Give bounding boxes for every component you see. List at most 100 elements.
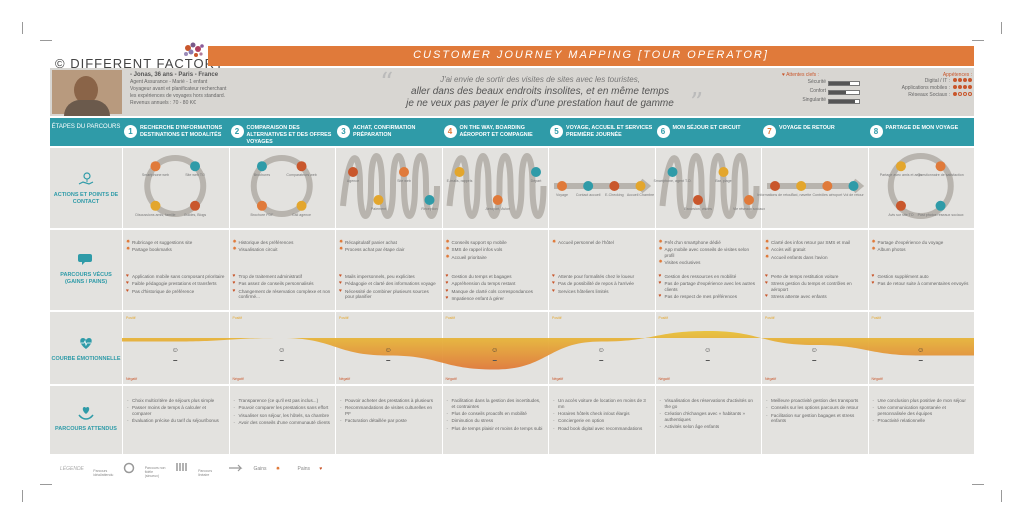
crop-mark xyxy=(972,484,984,485)
legend-item: Pains ♥ xyxy=(297,466,323,473)
gain-item: Accueil enfants dans l'avion xyxy=(765,255,864,261)
touchpoint-icon xyxy=(718,167,729,177)
expected-item: Conciergerie en option xyxy=(552,418,651,424)
rating-dot xyxy=(963,78,967,82)
heart-icon: ♥ xyxy=(782,72,785,78)
speech-bubble-icon xyxy=(78,254,92,265)
stage-number: 3 xyxy=(337,125,350,138)
touchpoint-label: Smartphone web xyxy=(142,173,169,177)
quote-line: aller dans des beaux endroits insolites,… xyxy=(411,86,669,97)
pain-item: Nécessité de combiner plusieurs sources … xyxy=(339,289,438,301)
expected-item: Transparence (ce qu'il est pas inclus...… xyxy=(233,398,332,404)
touchpoint-label: Call agence xyxy=(292,213,311,217)
persona-detail: Voyageur avant et planificateur recherch… xyxy=(130,86,227,92)
expected-item: Road book digital avec recommandations xyxy=(552,426,651,432)
touchpoint-icon xyxy=(935,161,946,172)
expected-item: Choix multicritère de séjours plus simpl… xyxy=(126,398,225,404)
emotion-marker xyxy=(492,360,497,361)
touchpoint-icon xyxy=(693,195,703,205)
legend-title: LÉGENDE xyxy=(60,466,84,473)
circle-path-icon xyxy=(124,462,135,474)
expected-item: Horaires hôtels check in/out élargis xyxy=(552,411,651,417)
stage-label: PARTAGE DE MON VOYAGE xyxy=(885,125,959,131)
positive-label: Positif xyxy=(765,316,775,320)
touchpoint-icon xyxy=(635,181,646,191)
negative-label: Négatif xyxy=(446,377,457,381)
touchpoint-label: E-mails, rappels xyxy=(447,179,473,183)
close-quote-icon: ” xyxy=(690,88,704,118)
pains-list: Gestion du temps et bagagesAppréhension … xyxy=(446,274,545,303)
stage-number: 1 xyxy=(124,125,137,138)
column-separator xyxy=(867,230,976,310)
column-separator xyxy=(122,148,230,228)
expected-item: Facilitation sur gestion bagages et stre… xyxy=(765,413,864,425)
touchpoint-label: Vol de retour xyxy=(843,193,864,197)
appetence-label: Applications mobiles xyxy=(901,85,948,91)
pain-item: Gestion du temps et bagages xyxy=(446,274,545,280)
expected-item: Pouvoir acheter des prestations à plusie… xyxy=(339,398,438,404)
pain-item: Pas de possibilité de repos à l'arrivée xyxy=(552,281,651,287)
rating-dot xyxy=(953,92,957,96)
negative-label: Négatif xyxy=(126,377,137,381)
column-separator xyxy=(335,386,443,454)
touchpoint-icon xyxy=(557,181,567,191)
touchpoint-label: Discussions amis, famille xyxy=(135,213,175,217)
touchpoint-icon xyxy=(399,167,409,177)
gain-item: Historique des préférences xyxy=(233,240,332,246)
gain-star-icon: ✸ xyxy=(275,466,281,473)
pain-item: Manque de clarté cols correspondances xyxy=(446,289,545,295)
touchpoint-icon xyxy=(744,195,754,205)
column-separator xyxy=(654,386,763,454)
persona-panel: - Jonas, 36 ans - Paris - France Agent A… xyxy=(50,68,974,118)
legend-item: Parcours linéaire xyxy=(198,462,244,477)
touchpoint-label: Site web xyxy=(397,179,411,183)
touchpoint-icon xyxy=(190,161,201,172)
touchpoint-icon xyxy=(531,167,541,177)
smiley-icon: ☺ xyxy=(278,347,285,354)
touchpoint-label: Bar, plage xyxy=(715,179,731,183)
pains-list: Perte de temps restitution voitureStress… xyxy=(765,274,864,302)
expected-item: Conseils sur les options parcours de ret… xyxy=(765,405,864,411)
journey-path xyxy=(887,153,954,219)
touchpoint-label: Avis sur site TO xyxy=(888,213,913,217)
stage-label: VOYAGE DE RETOUR xyxy=(779,125,835,131)
positive-label: Positif xyxy=(126,316,136,320)
appetence-row: Applications mobiles : xyxy=(888,85,972,92)
gains-list: Rubricage et suggestions sitePartage boo… xyxy=(126,240,225,255)
arrow-path-icon xyxy=(229,464,243,472)
expectations-title: ♥ Attentes clefs : xyxy=(782,72,819,78)
pain-item: Stress attente avec enfants xyxy=(765,294,864,300)
stage-number: 4 xyxy=(443,125,457,138)
rating-dot xyxy=(968,92,972,96)
touchpoint-icon xyxy=(454,167,465,177)
actions-row: ACTIONS ET POINTS DE CONTACT Smartphone … xyxy=(50,148,974,228)
touchpoint-icon xyxy=(348,167,358,177)
pain-item: Pas de respect de mes préférences xyxy=(659,294,758,300)
expected-list: Facilitation dans la gestion des incerti… xyxy=(446,398,545,433)
gain-item: Partage d'expérience du voyage xyxy=(872,240,971,246)
touchpoint-icon xyxy=(667,167,678,177)
expectation-bar xyxy=(828,99,860,104)
touchpoint-label: Post photos réseaux sociaux xyxy=(918,213,964,217)
negative-label: Négatif xyxy=(339,377,350,381)
avatar xyxy=(52,70,122,116)
column-separator xyxy=(654,148,763,228)
appetence-label: Digital / IT xyxy=(924,78,948,84)
smiley-icon: ☺ xyxy=(598,347,605,354)
wavy-path-icon xyxy=(175,463,187,471)
expectation-label: Singularité xyxy=(802,97,826,103)
gain-item: Process achat par étape clair xyxy=(339,247,438,253)
touchpoint-icon xyxy=(895,200,906,211)
gain-item: Accueil prioritaire xyxy=(446,255,545,261)
expected-journey-row: PARCOURS ATTENDUS Choix multicritère de … xyxy=(50,386,974,454)
persona-detail: les expériences de voyages hors standard… xyxy=(130,93,226,99)
expected-item: Diminution du stress xyxy=(446,418,545,424)
column-separator xyxy=(548,230,656,310)
expectation-bar xyxy=(828,90,860,95)
